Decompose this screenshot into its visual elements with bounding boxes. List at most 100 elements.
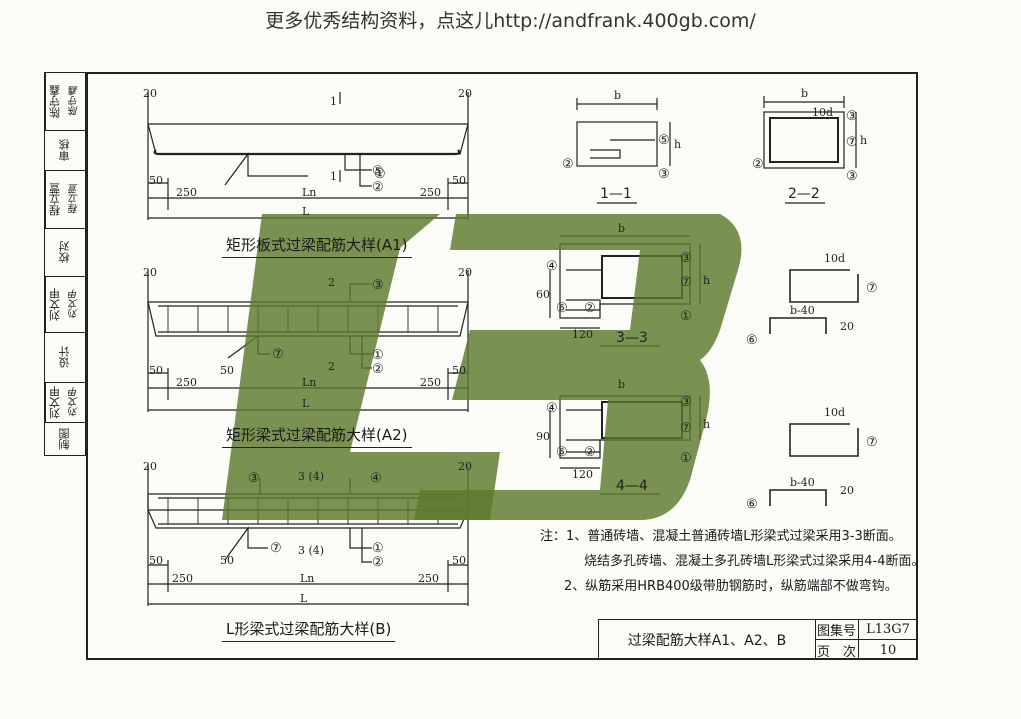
dim-20: 20	[458, 460, 472, 473]
dim-b40: b-40	[790, 304, 815, 317]
sidebar-cell: 审核	[45, 131, 85, 171]
rebar-marker: ③	[248, 471, 260, 486]
dim-10d: 10d	[824, 252, 845, 265]
dim-10d: 10d	[812, 106, 833, 119]
rebar-marker: ⑥	[746, 333, 758, 348]
dim-250: 250	[420, 376, 441, 389]
dim-h: h	[860, 134, 867, 147]
page-value: 10	[879, 642, 897, 658]
drawing-frame	[86, 72, 918, 660]
rebar-marker: ②	[584, 445, 596, 460]
dim-b: b	[801, 87, 808, 100]
dim-250: 250	[176, 186, 197, 199]
dim-250: 250	[420, 186, 441, 199]
rebar-marker: ①	[372, 348, 384, 363]
dim-b: b	[614, 89, 621, 102]
dim-50: 50	[452, 554, 466, 567]
dim-l: L	[300, 592, 308, 605]
rebar-marker: ⑦	[680, 275, 692, 290]
caption-b: L形梁式过梁配筋大样(B)	[222, 618, 396, 642]
rebar-marker: ②	[752, 157, 764, 172]
section-label: 2—2	[788, 186, 820, 202]
rebar-marker: ④	[370, 471, 382, 486]
section-label: 4—4	[616, 478, 648, 494]
dim-250: 250	[418, 572, 439, 585]
caption-a2: 矩形梁式过梁配筋大样(A2)	[222, 424, 412, 448]
sidebar-cell: 设计	[45, 333, 85, 383]
dim-h: h	[703, 418, 710, 431]
section-mark: 2	[328, 276, 335, 289]
dim-20: 20	[840, 320, 854, 333]
rebar-marker: ⑥	[746, 497, 758, 512]
source-banner: 更多优秀结构资料，点这儿http://andfrank.400gb.com/	[265, 10, 756, 32]
dim-250: 250	[176, 376, 197, 389]
dim-50: 50	[452, 364, 466, 377]
notes: 注：1、普通砖墙、混凝土普通砖墙L形梁式过梁采用3-3断面。 烧结多孔砖墙、混凝…	[540, 524, 924, 599]
dim-b: b	[618, 378, 625, 391]
note-line: 烧结多孔砖墙、混凝土多孔砖墙L形梁式过梁采用4-4断面。	[584, 554, 925, 569]
rebar-marker: ⑥	[556, 301, 568, 316]
atlas-label: 图集号	[815, 620, 859, 640]
sidebar-cell: 程立萱程立萱	[45, 171, 85, 229]
rebar-marker: ⑥	[556, 445, 568, 460]
section-1-1	[576, 98, 671, 204]
rebar-marker: ④	[546, 401, 558, 416]
rebar-marker: ③	[680, 395, 692, 410]
rebar-marker: ②	[584, 301, 596, 316]
rebar-marker: ①	[372, 541, 384, 556]
rebar-marker: ③	[846, 169, 858, 184]
rebar-marker: ③	[680, 251, 692, 266]
rebar-marker: ⑦	[866, 281, 878, 296]
sidebar-cell: 刘文甲刘文甲	[45, 383, 85, 423]
dim-120: 120	[572, 468, 593, 481]
section-mark: 3 (4)	[298, 470, 324, 483]
dim-20: 20	[143, 266, 157, 279]
dim-20: 20	[458, 266, 472, 279]
drawing-title: 过梁配筋大样A1、A2、B	[599, 620, 816, 660]
dim-l: L	[302, 205, 310, 218]
watermark-logo	[222, 214, 742, 520]
section-mark: 2	[328, 360, 335, 373]
dim-ln: Ln	[302, 376, 316, 389]
dim-ln: Ln	[300, 572, 314, 585]
rebar-marker: ③	[658, 167, 670, 182]
note-line: 注：1、普通砖墙、混凝土普通砖墙L形梁式过梁采用3-3断面。	[540, 529, 902, 544]
dim-b40: b-40	[790, 476, 815, 489]
dim-50: 50	[149, 364, 163, 377]
caption-a1: 矩形板式过梁配筋大样(A1)	[222, 234, 412, 258]
page-label: 页 次	[815, 640, 859, 660]
sidebar-cell: 刘文甲刘文甲	[45, 277, 85, 333]
rebar-marker: ⑦	[272, 347, 284, 362]
rebar-marker: ①	[680, 451, 692, 466]
rebar-marker: ①	[374, 167, 386, 182]
section-label: 1—1	[600, 186, 632, 202]
atlas-value: L13G7	[859, 620, 917, 640]
dim-ln: Ln	[302, 186, 316, 199]
sidebar-cell: 陈守鑫陈守鑫	[45, 73, 85, 131]
section-mark: 3 (4)	[298, 544, 324, 557]
rebar-marker: ⑦	[846, 135, 858, 150]
rebar-marker: ②	[372, 362, 384, 377]
dim-h: h	[674, 138, 681, 151]
rebar-marker: ②	[562, 157, 574, 172]
rebar-marker: ④	[546, 259, 558, 274]
rebar-marker: ②	[372, 555, 384, 570]
section-mark: 1	[330, 95, 337, 108]
rebar-marker: ⑤	[658, 133, 670, 148]
rebar-marker: ②	[372, 180, 384, 195]
dim-250: 250	[172, 572, 193, 585]
note-line: 2、纵筋采用HRB400级带肋钢筋时，纵筋端部不做弯钩。	[564, 579, 898, 594]
rebar-marker: ⑦	[680, 421, 692, 436]
dim-90: 90	[536, 430, 550, 443]
section-2-2	[763, 96, 857, 204]
sidebar-cell: 校对	[45, 229, 85, 277]
signature-column: 陈守鑫陈守鑫 审核 程立萱程立萱 校对 刘文甲刘文甲 设计 刘文甲刘文甲 制图	[44, 72, 86, 456]
stirrup-details	[769, 269, 859, 506]
beam-a1-elevation	[147, 92, 469, 220]
dim-20: 20	[143, 87, 157, 100]
dim-50: 50	[149, 174, 163, 187]
rebar-marker: ①	[680, 309, 692, 324]
dim-120: 120	[572, 328, 593, 341]
dim-50: 50	[220, 554, 234, 567]
